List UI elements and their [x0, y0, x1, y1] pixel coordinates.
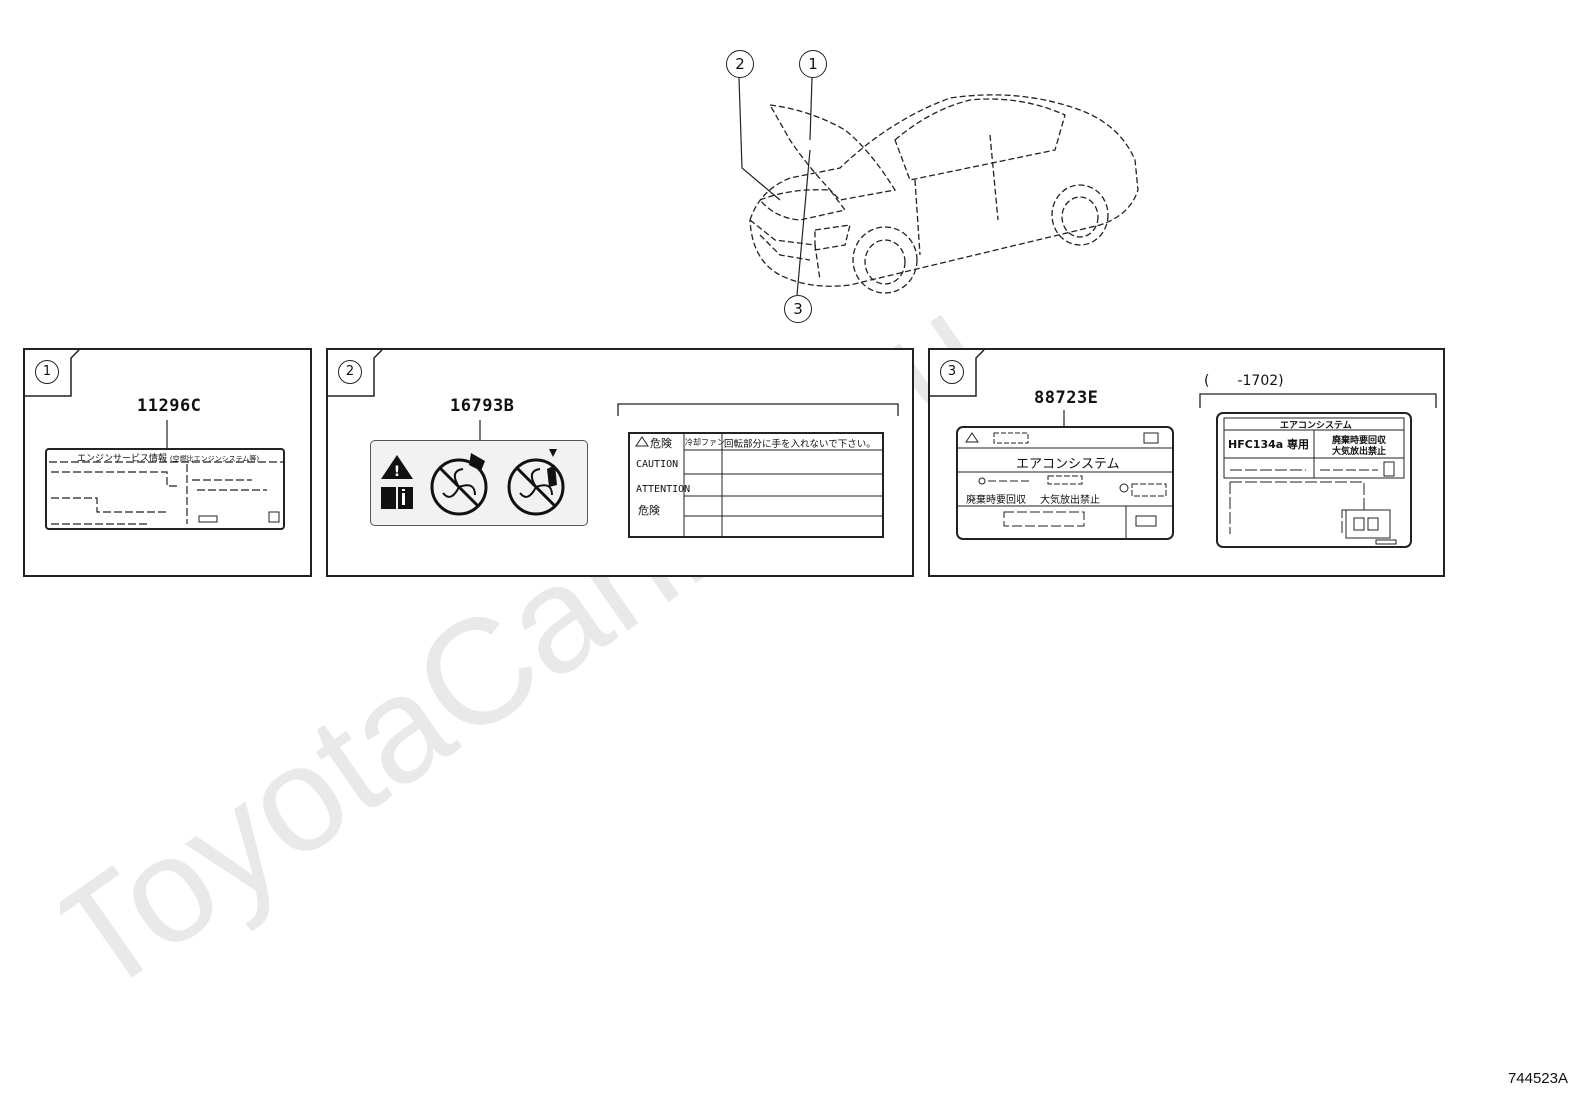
panel-tab-shape: [930, 350, 985, 397]
leader-line: [166, 420, 168, 450]
car-illustration: [738, 77, 1139, 296]
warning-triangle-icon: [381, 455, 413, 479]
alternate-bracket: [617, 403, 899, 416]
panel-tab-shape: [328, 350, 383, 397]
table-title: 危険: [650, 437, 672, 450]
ac-label-title: エアコンシステム: [1016, 457, 1120, 472]
panel-2-number: 2: [338, 360, 362, 384]
part-number-16793b: 16793B: [450, 396, 515, 416]
row-caution: CAUTION: [636, 459, 679, 470]
range-note: ( -1702): [1204, 373, 1284, 389]
engine-service-label: エンジンサービス情報 (空燃比エンジンシステム等): [45, 448, 285, 530]
fan-warning-pictogram-label: !: [370, 440, 588, 526]
ac-label-lines: [958, 432, 1172, 538]
no-hand-fan-icon: [430, 458, 488, 516]
figure-id: 744523A: [1507, 1070, 1568, 1087]
refrigerant-text: HFC134a 専用: [1228, 438, 1310, 451]
leader-line: [479, 420, 481, 442]
ac-no-release-text: 大気放出禁止: [1040, 495, 1100, 506]
air-conditioner-label: エアコンシステム 廃棄時要回収 大気放出禁止: [956, 426, 1174, 540]
fan-caution-table-label: 危険 冷却ファン 回転部分に手を入れないで下さい。 CAUTION ATTENT…: [628, 432, 884, 538]
manual-book-icon: [381, 487, 413, 509]
callout-1: 1: [799, 50, 827, 78]
label-graphics: [49, 461, 283, 525]
ac-recover-text: 廃棄時要回収: [966, 495, 1026, 506]
alt-label-lines: [1223, 417, 1405, 545]
row-danger: 危険: [638, 504, 660, 517]
panel-1: 1 11296C エンジンサービス情報 (空燃比エンジンシステム等): [23, 348, 312, 577]
table-fan-label: 冷却ファン: [685, 438, 725, 447]
alt-recover-text: 廃棄時要回収: [1332, 436, 1387, 446]
label-header-note: (空燃比エンジンシステム等): [169, 455, 260, 463]
table-lines: [635, 434, 882, 536]
panel-1-number: 1: [35, 360, 59, 384]
row-attention: ATTENTION: [636, 484, 691, 495]
panel-3-number: 3: [940, 360, 964, 384]
panel-3: 3 88723E エアコンシステム 廃棄時要回収 大: [928, 348, 1445, 577]
part-number-88723e: 88723E: [1034, 388, 1099, 408]
panel-2: 2 16793B !: [326, 348, 914, 577]
callout-2: 2: [726, 50, 754, 78]
alt-label-title: エアコンシステム: [1280, 421, 1352, 431]
leader-line: [1063, 410, 1065, 428]
alt-no-release-text: 大気放出禁止: [1332, 447, 1387, 457]
alternate-bracket: [1199, 393, 1437, 408]
svg-text:!: !: [394, 464, 400, 480]
pictograms: !: [381, 449, 565, 516]
panel-tab-shape: [25, 350, 80, 397]
label-header-text: エンジンサービス情報 (空燃比エンジンシステム等): [77, 451, 259, 464]
table-warning-text: 回転部分に手を入れないで下さい。: [724, 439, 876, 450]
callout-3: 3: [784, 295, 812, 323]
part-number-11296c: 11296C: [137, 396, 202, 416]
label-header: エンジンサービス情報: [77, 454, 168, 464]
no-tie-fan-icon: [507, 458, 565, 516]
air-conditioner-label-alt: エアコンシステム HFC134a 専用 廃棄時要回収 大気放出禁止: [1216, 412, 1412, 548]
